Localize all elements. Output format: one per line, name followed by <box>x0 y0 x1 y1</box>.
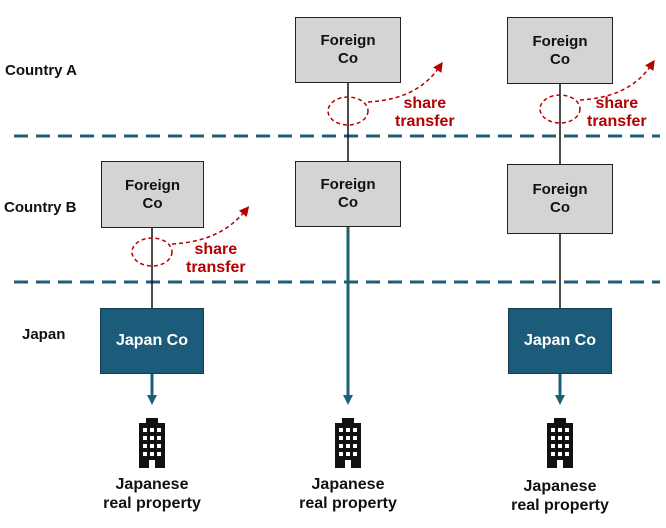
entity-label: Japan Co <box>115 332 188 349</box>
building-icon <box>547 418 573 468</box>
building-icon <box>335 418 361 468</box>
entity-label: Co <box>338 50 358 67</box>
share-transfer-label: share transfer <box>186 241 246 276</box>
entity-label: Co <box>550 199 570 216</box>
entity-label: Co <box>142 194 163 212</box>
entity-label: Foreign <box>320 176 376 193</box>
building-icon <box>139 418 165 468</box>
region-label-japan: Japan <box>22 326 66 343</box>
region-label-country-a: Country A <box>5 62 77 79</box>
share-transfer-ellipse <box>539 94 581 124</box>
share-transfer-ellipse <box>131 237 173 267</box>
foreign-co-box: Foreign Co <box>295 161 401 227</box>
entity-label: Co <box>550 50 570 68</box>
entity-label: Japan Co <box>523 332 596 349</box>
share-transfer-ellipse <box>327 96 369 126</box>
share-transfer-arrow <box>579 59 655 101</box>
property-label: Japanese real property <box>511 478 609 514</box>
property-label: Japanese real property <box>299 476 397 512</box>
entity-label: Foreign <box>125 176 180 194</box>
foreign-co-box: Foreign Co <box>507 164 613 234</box>
share-transfer-arrow <box>171 206 250 245</box>
entity-label: Co <box>338 194 358 211</box>
share-transfer-arrow <box>367 61 443 103</box>
foreign-co-box: Foreign Co <box>295 17 401 83</box>
property-label: Japanese real property <box>103 476 201 512</box>
foreign-co-box: Foreign Co <box>101 161 204 228</box>
share-transfer-label: share transfer <box>587 95 647 130</box>
foreign-co-box: Foreign Co <box>507 17 613 84</box>
entity-label: Foreign <box>532 181 588 198</box>
japan-co-box: Japan Co <box>100 308 204 374</box>
entity-label: Foreign <box>320 32 376 49</box>
share-transfer-label: share transfer <box>395 95 455 130</box>
japan-co-box: Japan Co <box>508 308 612 374</box>
entity-label: Foreign <box>532 32 588 50</box>
region-label-country-b: Country B <box>4 199 77 216</box>
